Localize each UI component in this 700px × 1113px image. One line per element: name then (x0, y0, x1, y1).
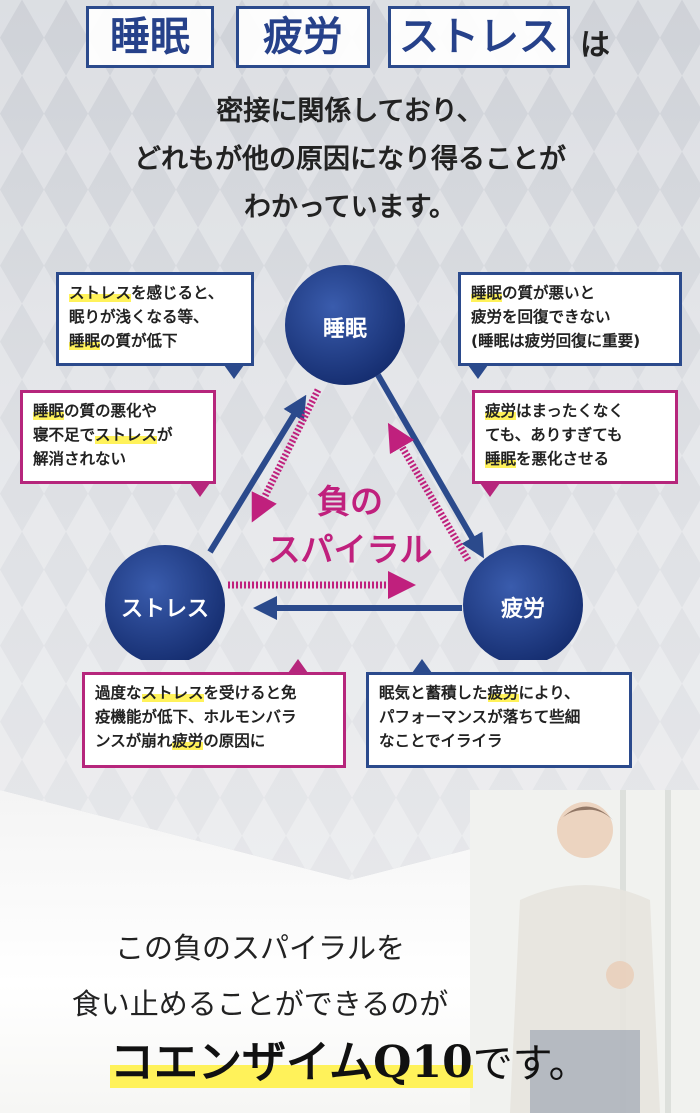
callout-text: ても、ありすぎても (485, 426, 623, 444)
closing-line: 食い止めることができるのが (71, 987, 449, 1021)
callout-text: 疲労を回復できない (471, 308, 611, 326)
keyword-row: 睡眠 疲労 ストレス は (0, 6, 700, 72)
callout-top-right: 睡眠の質が悪いと疲労を回復できない (睡眠は疲労回復に重要) (458, 272, 682, 366)
callout-line: 睡眠を悪化させる (485, 447, 665, 471)
callout-line: 疲労はまったくなく (485, 399, 665, 423)
callout-text: の質の悪化や (64, 402, 158, 420)
callout-line: 眠気と蓄積した疲労により、 (379, 681, 619, 705)
callout-text: (睡眠は疲労回復に重要) (471, 332, 641, 350)
callout-top-left: ストレスを感じると、眠りが浅くなる等、睡眠の質が低下 (56, 272, 254, 366)
product-suffix: です。 (472, 1041, 589, 1087)
callout-text: を悪化させる (516, 450, 610, 468)
center-label: 負の スパイラル (250, 475, 450, 571)
callout-line: ても、ありすぎても (485, 423, 665, 447)
callout-line: 疲労を回復できない (471, 305, 669, 329)
highlighted-term: ストレス (141, 684, 204, 702)
callout-mid-right: 疲労はまったくなくても、ありすぎても睡眠を悪化させる (472, 390, 678, 484)
node-fatigue-circle (463, 545, 583, 660)
callout-text: なことでイライラ (379, 732, 503, 750)
callout-line: なことでイライラ (379, 729, 619, 753)
keyword-fatigue: 疲労 (236, 6, 370, 68)
keyword-sleep: 睡眠 (86, 6, 214, 68)
node-stress-label: ストレス (120, 597, 209, 622)
callout-text: パフォーマンスが落ちて些細 (379, 708, 581, 726)
callout-line: 解消されない (33, 447, 203, 471)
callout-text: ンスが崩れ (95, 732, 173, 750)
callout-line: (睡眠は疲労回復に重要) (471, 329, 669, 353)
highlighted-term: 疲労 (487, 684, 519, 702)
callout-line: ンスが崩れ疲労の原因に (95, 729, 333, 753)
lead-line: わかっています。 (244, 192, 456, 223)
arrow-stress-to-sleep (207, 394, 307, 554)
highlighted-term: 睡眠 (33, 402, 65, 420)
callout-text: が (157, 426, 173, 444)
callout-text: 疫機能が低下、ホルモンバラ (95, 708, 297, 726)
callout-text: 寝不足で (33, 426, 96, 444)
callout-tail (412, 659, 432, 673)
callout-line: ストレスを感じると、 (69, 281, 241, 305)
arrow-fatigue-to-sleep (387, 422, 472, 562)
callout-line: 睡眠の質が低下 (69, 329, 241, 353)
closing-text: この負のスパイラルを 食い止めることができるのが (0, 920, 520, 1032)
highlighted-term: 疲労 (485, 402, 517, 420)
arrow-sleep-to-fatigue (375, 373, 485, 559)
callout-line: 疫機能が低下、ホルモンバラ (95, 705, 333, 729)
callout-line: 寝不足でストレスが (33, 423, 203, 447)
node-stress-circle (105, 545, 225, 660)
callout-text: の質が悪いと (502, 284, 596, 302)
callout-text: により、 (518, 684, 580, 702)
person-photo (470, 790, 700, 1113)
spiral-diagram (105, 265, 583, 660)
highlighted-term: ストレス (95, 426, 158, 444)
callout-text: を受けると免 (203, 684, 297, 702)
callout-line: 睡眠の質の悪化や (33, 399, 203, 423)
callout-mid-left: 睡眠の質の悪化や寝不足でストレスが解消されない (20, 390, 216, 484)
node-fatigue-label: 疲労 (500, 597, 545, 622)
callout-line: パフォーマンスが落ちて些細 (379, 705, 619, 729)
callout-tail (224, 365, 244, 379)
product-line: コエンザイムQ10です。 (110, 1026, 589, 1090)
callout-text: の質が低下 (100, 332, 178, 350)
highlighted-term: ストレス (69, 284, 132, 302)
callout-tail (190, 483, 210, 497)
callout-tail (288, 659, 308, 673)
callout-text: の原因に (203, 732, 266, 750)
highlighted-term: 睡眠 (471, 284, 503, 302)
lead-text: 密接に関係しており、 どれもが他の原因になり得ることが わかっています。 (0, 88, 700, 232)
center-label-line: スパイラル (267, 530, 433, 569)
callout-line: 眠りが浅くなる等、 (69, 305, 241, 329)
callout-tail (480, 483, 500, 497)
lead-line: 密接に関係しており、 (216, 96, 484, 127)
product-name: コエンザイムQ10 (110, 1037, 473, 1088)
highlighted-term: 睡眠 (485, 450, 517, 468)
keyword-particle: は (580, 28, 610, 63)
callout-text: 解消されない (33, 450, 127, 468)
callout-line: 過度なストレスを受けると免 (95, 681, 333, 705)
highlighted-term: 睡眠 (69, 332, 101, 350)
callout-line: 睡眠の質が悪いと (471, 281, 669, 305)
callout-text: はまったくなく (516, 402, 624, 420)
callout-text: を感じると、 (131, 284, 224, 302)
node-sleep-label: 睡眠 (322, 317, 367, 342)
callout-text: 眠りが浅くなる等、 (69, 308, 209, 326)
closing-line: この負のスパイラルを (114, 931, 405, 965)
highlighted-term: 疲労 (172, 732, 204, 750)
lead-line: どれもが他の原因になり得ることが (134, 144, 566, 175)
callout-tail (468, 365, 488, 379)
center-label-line: 負の (317, 482, 383, 521)
callout-bottom-left: 過度なストレスを受けると免疫機能が低下、ホルモンバランスが崩れ疲労の原因に (82, 672, 346, 768)
node-sleep-circle (285, 265, 405, 385)
callout-bottom-right: 眠気と蓄積した疲労により、パフォーマンスが落ちて些細なことでイライラ (366, 672, 632, 768)
keyword-stress: ストレス (388, 6, 570, 68)
callout-text: 過度な (95, 684, 142, 702)
callout-text: 眠気と蓄積した (379, 684, 488, 702)
